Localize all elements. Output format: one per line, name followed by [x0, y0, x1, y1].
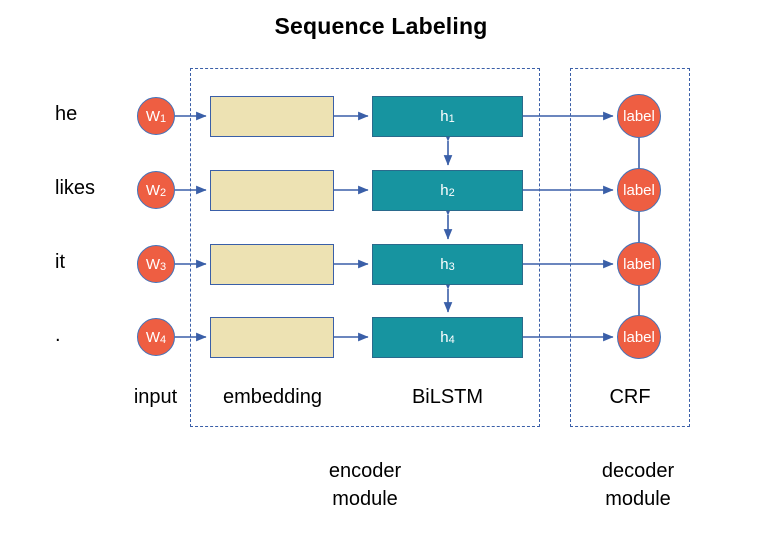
crf-label-node-1[interactable]: label — [617, 94, 661, 138]
input-word-4: . — [55, 324, 61, 346]
bilstm-label-1: h — [440, 108, 449, 125]
input-word-3: it — [55, 251, 65, 273]
token-label-2: W — [145, 181, 161, 199]
embedding-box-2[interactable] — [210, 170, 334, 211]
bilstm-index-1: 1 — [448, 113, 455, 125]
token-label-1: W — [145, 107, 161, 125]
bilstm-index-2: 2 — [448, 187, 455, 199]
input-word-2: likes — [55, 177, 96, 199]
crf-label-node-4[interactable]: label — [617, 315, 661, 359]
caption-encoder-module: encoder module — [305, 457, 425, 513]
bilstm-label-4: h — [440, 329, 449, 346]
token-label-4: W — [145, 328, 161, 346]
caption-encoder-line2: module — [332, 488, 398, 510]
token-index-2: 2 — [160, 186, 167, 199]
crf-label-node-2[interactable]: label — [617, 168, 661, 212]
encoder-module-frame — [190, 68, 540, 427]
token-index-3: 3 — [160, 260, 167, 273]
caption-bilstm: BiLSTM — [411, 386, 484, 408]
caption-encoder-line1: encoder — [328, 460, 402, 482]
crf-label-node-3[interactable]: label — [617, 242, 661, 286]
caption-decoder-line2: module — [605, 488, 671, 510]
embedding-box-1[interactable] — [210, 96, 334, 137]
embedding-box-3[interactable] — [210, 244, 334, 285]
page-title: Sequence Labeling — [274, 13, 488, 39]
caption-decoder-line1: decoder — [601, 460, 675, 482]
caption-decoder-module: decoder module — [578, 457, 698, 513]
bilstm-index-3: 3 — [448, 261, 455, 273]
bilstm-label-3: h — [440, 256, 449, 273]
bilstm-index-4: 4 — [448, 334, 455, 346]
caption-embedding: embedding — [223, 386, 322, 408]
token-index-4: 4 — [160, 333, 167, 346]
bilstm-label-2: h — [440, 182, 449, 199]
caption-input: input — [133, 386, 178, 408]
embedding-box-4[interactable] — [210, 317, 334, 358]
caption-crf: CRF — [609, 386, 651, 408]
decoder-module-frame — [570, 68, 690, 427]
token-index-1: 1 — [160, 112, 167, 125]
token-label-3: W — [145, 255, 161, 273]
input-word-1: he — [55, 103, 78, 125]
